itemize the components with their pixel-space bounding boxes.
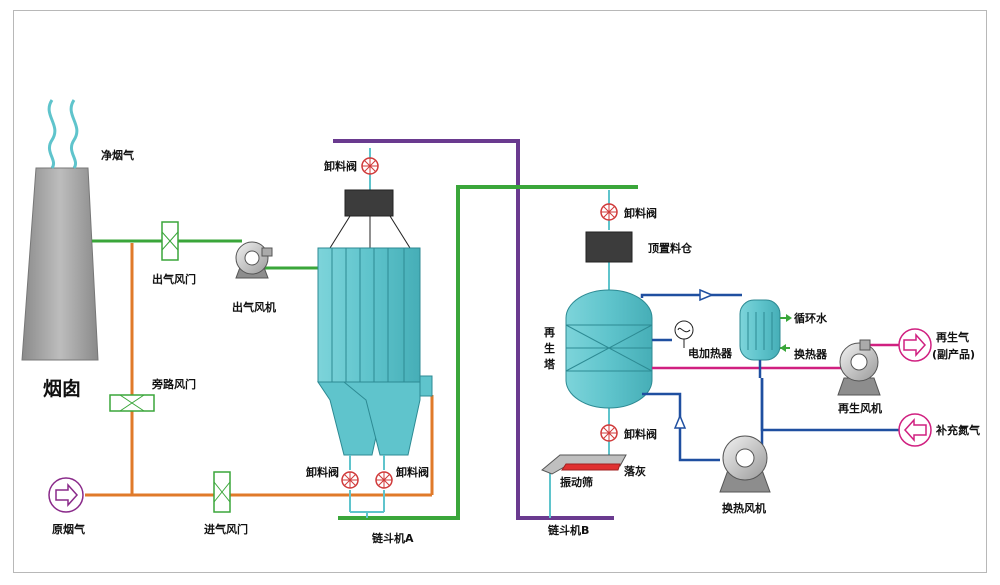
label-discharge-valve-right: 卸料阀 bbox=[396, 465, 429, 479]
heat-exchange-fan[interactable] bbox=[719, 435, 771, 493]
label-outlet-fan: 出气风机 bbox=[232, 300, 276, 314]
flow-arrow-right bbox=[699, 288, 714, 302]
label-top-hopper: 顶置料仓 bbox=[648, 241, 693, 255]
label-chimney: 烟囱 bbox=[43, 377, 81, 400]
raw-gas-inlet-icon bbox=[48, 477, 84, 513]
bucket-elevator-b-line bbox=[333, 139, 614, 520]
discharge-valve-r-top[interactable] bbox=[600, 203, 618, 221]
label-heat-exchange-fan: 换热风机 bbox=[722, 501, 766, 515]
label-discharge-valve-r-bottom: 卸料阀 bbox=[624, 427, 657, 441]
discharge-valve-r-bottom[interactable] bbox=[600, 424, 618, 442]
label-raw-gas: 原烟气 bbox=[52, 522, 85, 536]
adsorption-tower bbox=[317, 247, 433, 470]
outlet-fan[interactable] bbox=[235, 241, 273, 279]
label-vibrating-screen: 振动筛 bbox=[560, 475, 593, 489]
discharge-valve-top[interactable] bbox=[361, 157, 379, 175]
label-regen-fan: 再生风机 bbox=[838, 401, 882, 415]
label-heat-exchanger: 换热器 bbox=[794, 347, 828, 361]
label-discharge-valve-top: 卸料阀 bbox=[324, 159, 357, 173]
label-bucket-elevator-b: 链斗机B bbox=[548, 523, 589, 537]
chimney bbox=[21, 99, 99, 361]
nitrogen-inlet-icon bbox=[898, 413, 932, 447]
label-regen-tower-3: 塔 bbox=[544, 357, 556, 371]
regen-tower bbox=[565, 289, 653, 409]
regen-fan[interactable] bbox=[837, 339, 881, 396]
bypass-damper[interactable] bbox=[109, 394, 155, 412]
label-bypass-damper: 旁路风门 bbox=[151, 377, 196, 391]
smoke-plume-left bbox=[47, 99, 57, 169]
label-inlet-damper: 进气风门 bbox=[204, 522, 248, 536]
top-hopper bbox=[585, 231, 633, 263]
label-make-up-nitrogen: 补充氮气 bbox=[935, 423, 980, 437]
discharge-valve-right[interactable] bbox=[375, 471, 393, 489]
hopper-cables bbox=[329, 215, 411, 249]
vibrating-screen bbox=[541, 454, 627, 475]
bucket-elevator-a-line bbox=[338, 185, 638, 520]
discharge-valve-left[interactable] bbox=[341, 471, 359, 489]
label-regen-gas: 再生气 bbox=[936, 330, 969, 344]
label-discharge-valve-r-top: 卸料阀 bbox=[624, 206, 657, 220]
smoke-plume-right bbox=[69, 99, 79, 169]
flow-arrow-up bbox=[673, 414, 687, 429]
electric-heater-icon bbox=[674, 320, 694, 348]
label-ash-drop: 落灰 bbox=[624, 464, 646, 478]
adsorber-top-hopper bbox=[344, 189, 394, 217]
label-circulating-water: 循环水 bbox=[794, 311, 828, 325]
label-byproduct: (副产品) bbox=[932, 347, 975, 361]
regen-gas-outlet-icon bbox=[898, 328, 932, 362]
label-discharge-valve-left: 卸料阀 bbox=[306, 465, 339, 479]
label-regen-tower-1: 再 bbox=[544, 326, 555, 339]
outlet-damper[interactable] bbox=[161, 221, 179, 261]
heat-exchanger bbox=[739, 299, 792, 378]
label-bucket-elevator-a: 链斗机A bbox=[372, 531, 414, 545]
label-clean-gas: 净烟气 bbox=[101, 148, 134, 162]
diagram-frame bbox=[13, 10, 987, 573]
inlet-damper[interactable] bbox=[213, 471, 231, 513]
outlet-duct bbox=[92, 239, 318, 270]
label-outlet-damper: 出气风门 bbox=[152, 272, 196, 286]
label-electric-heater: 电加热器 bbox=[688, 346, 733, 360]
label-regen-tower-2: 生 bbox=[544, 341, 555, 355]
raw-gas-duct bbox=[85, 243, 434, 497]
